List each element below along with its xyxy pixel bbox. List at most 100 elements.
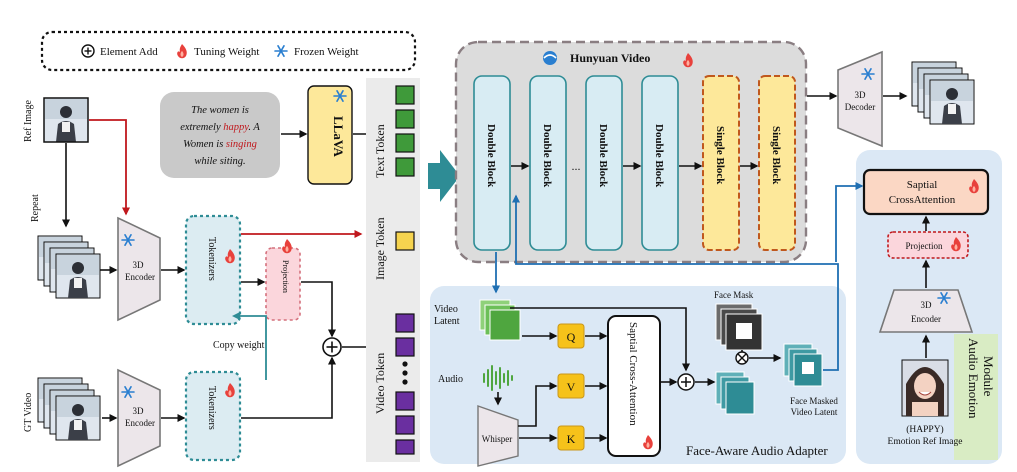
adapter-cross-attention [607,315,661,457]
video-tokens [395,313,415,455]
legend-tuning-weight: Tuning Weight [194,46,259,58]
double-block-4: Double Block [641,75,679,251]
output-frames-stack [911,61,975,125]
adapter-element-add [677,373,695,391]
legend-box [40,30,417,72]
tokens-to-hunyuan-arrow [428,150,460,202]
spatial-ca-label-2: CrossAttention [889,194,956,206]
left-projection-label: Projection [281,260,290,293]
video-latent-stack [479,299,521,341]
emotion-ref-image [901,359,949,417]
audio-emotion-label-1: Audio Emotion [966,338,981,419]
upper-tokenizers-label: Tokenizers [206,237,217,281]
text-token-label: Text Token [373,124,387,178]
face-masked-label-2: Video Latent [791,407,838,417]
element-add-node [322,337,342,357]
whisper-encoder [477,405,519,467]
emotion-encoder-label-2: Encoder [911,314,941,324]
image-token-label: Image Token [373,217,387,280]
v-projection: V [557,373,585,399]
adapter-output-latent-stack [715,371,755,415]
llava-model [307,85,353,185]
decoder-label-1: 3D [855,90,867,100]
emotion-projection [887,231,969,259]
ref-image-photo [43,97,89,143]
adapter-to-hunyuan-arrow [512,194,839,371]
repeated-frames-stack [37,235,101,299]
emotion-projection-label: Projection [906,241,943,251]
element-add-icon [81,44,95,58]
video-latent-label-1: Video [434,304,458,315]
prompt-line-4: while siting. [194,156,245,167]
repeat-label: Repeat [30,194,41,222]
svg-text:V: V [567,380,576,394]
spatial-ca-label-1: Saptial [907,179,938,191]
prompt-line-3: Women is singing [183,139,257,150]
hunyuan-logo-icon [543,51,557,65]
audio-label: Audio [438,374,463,385]
svg-text:Double Block: Double Block [485,124,497,188]
k-projection: K [557,425,585,451]
text-tokens [395,85,415,177]
emotion-3d-encoder [878,289,974,333]
svg-text:Q: Q [567,330,576,344]
audio-emotion-label-bg [954,334,998,460]
audio-waveform-icon [483,365,513,391]
face-mask-label: Face Mask [714,290,754,300]
adapter-cross-attention-label: Saptial Cross-Attention [627,322,639,426]
video-token-label: Video Token [373,353,387,414]
ref-image-label: Ref Image [23,100,34,142]
face-masked-latent-stack [783,343,823,387]
legend-element-add: Element Add [100,46,158,58]
emotion-spatial-cross-attention [862,168,990,216]
double-block-3: Double Block [585,75,623,251]
left-projection [265,247,301,321]
video-token-ellipsis [402,361,408,385]
prompt-box [160,92,280,178]
svg-text:Double Block: Double Block [653,124,665,188]
prompt-line-1: The women is [191,105,249,116]
llava-label: LLaVA [331,116,346,158]
element-multiply-node [735,351,749,365]
double-block-2: Double Block [529,75,567,251]
face-aware-adapter-title: Face-Aware Audio Adapter [686,443,828,458]
left-projection-flame-icon [282,239,292,254]
whisper-label: Whisper [482,434,513,444]
svg-text:Single Block: Single Block [770,126,782,185]
upper-tokenizers [184,214,242,326]
emotion-encoder-label-1: 3D [921,300,933,310]
q-projection: Q [557,323,585,349]
svg-text:Single Block: Single Block [714,126,726,185]
upper-3d-encoder [117,216,161,322]
upper-encoder-label-2: Encoder [125,272,155,282]
happy-label: (HAPPY) [906,424,943,435]
legend-frozen-weight: Frozen Weight [294,46,359,58]
tuning-flame-icon [177,44,187,59]
video-latent-label-2: Latent [434,316,460,327]
lower-encoder-label-1: 3D [133,406,145,416]
face-mask-stack [715,303,763,351]
hunyuan-video-title: Hunyuan Video [570,51,650,65]
image-token [395,231,415,251]
lower-encoder-label-2: Encoder [125,418,155,428]
svg-text:Double Block: Double Block [597,124,609,188]
gt-video-label: GT Video [23,393,34,432]
prompt-line-2: extremely happy. A [180,122,260,133]
single-block-1: Single Block [702,75,740,251]
single-block-2: Single Block [758,75,796,251]
frozen-snowflake-icon [274,44,288,58]
decoder-label-2: Decoder [845,102,875,112]
svg-text:Double Block: Double Block [541,124,553,188]
copy-weight-label: Copy weight [213,340,265,351]
svg-text:K: K [567,432,576,446]
3d-decoder [837,50,883,148]
copy-weight-arrow [238,315,267,380]
double-block-1: Double Block [473,75,511,251]
upper-encoder-label-1: 3D [133,260,145,270]
face-masked-label-1: Face Masked [790,396,838,406]
gt-video-frames-stack [37,377,101,441]
audio-emotion-label-2: Module [981,356,996,397]
block-ellipsis: ... [572,159,581,173]
ref-to-encoder-arrow [89,119,130,216]
